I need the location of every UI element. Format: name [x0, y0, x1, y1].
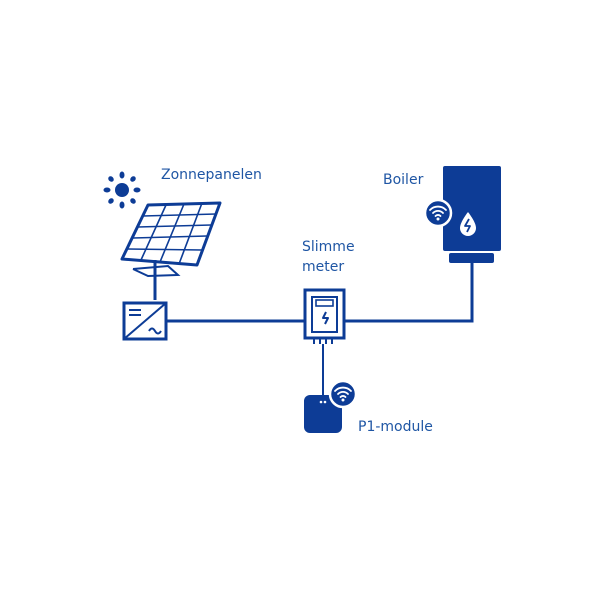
p1-module-icon — [304, 379, 358, 433]
boiler-label: Boiler — [383, 172, 424, 188]
smart-meter-icon — [303, 288, 346, 344]
p1-module-label: P1-module — [358, 419, 433, 435]
sun-icon — [103, 171, 141, 209]
boiler-icon — [423, 166, 501, 263]
smart-meter-label-line2: meter — [302, 259, 345, 275]
solar-panels-label: Zonnepanelen — [161, 167, 262, 183]
smart-meter-label: Slimme meter — [302, 239, 355, 276]
smart-meter-label-line1: Slimme — [302, 239, 355, 255]
solar-panel-icon — [120, 201, 222, 300]
inverter-icon — [122, 301, 168, 341]
connection-line — [344, 263, 474, 323]
